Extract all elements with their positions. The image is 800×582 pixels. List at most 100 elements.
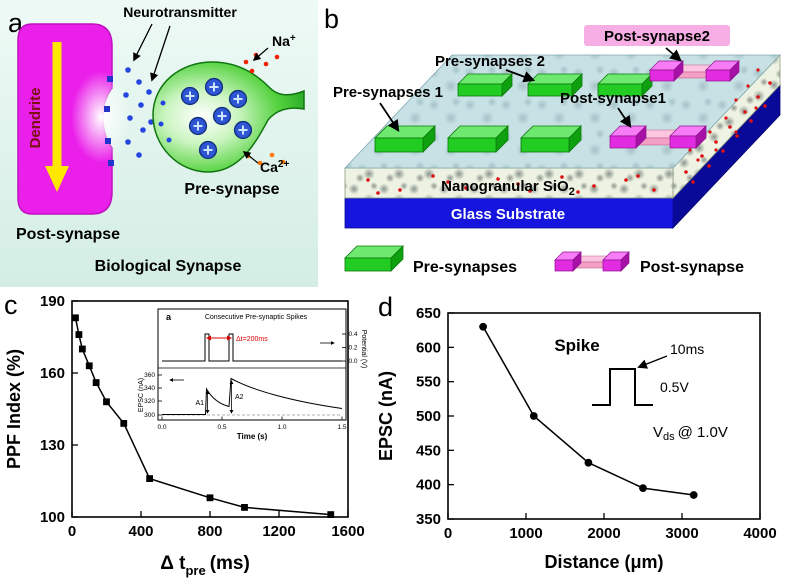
inset-xtick: 0.0 (157, 424, 166, 431)
post-synapse2-label-bg (584, 25, 730, 46)
post-synapse2-label: Post-synapse2 (604, 28, 710, 45)
y-tick-label: 450 (416, 442, 441, 459)
spike-pulse-shape (592, 368, 653, 406)
pre-synapse-bar (447, 125, 509, 153)
inset-ytick: 0.0 (349, 358, 358, 365)
receptor-sites (104, 76, 114, 166)
y-tick-label: 600 (416, 339, 441, 356)
inset-ytick: 300 (144, 412, 155, 419)
data-point (206, 494, 214, 502)
inset-xtick: 0.5 (217, 424, 226, 431)
pre-synapses-1-bars (374, 125, 582, 153)
panel-b-letter: b (324, 4, 339, 34)
x-tick-label: 800 (197, 523, 222, 540)
neurotransmitter-arrow-2 (150, 25, 171, 82)
pre-synapses-1-label: Pre-synapses 1 (333, 84, 443, 101)
data-point (584, 458, 593, 467)
data-point (92, 379, 100, 386)
released-dots (158, 100, 172, 143)
data-point (241, 504, 248, 511)
x-tick-label: 0 (68, 523, 76, 540)
dendrite-shape: Dendrite (17, 23, 131, 215)
neurotransmitter-arrow-1 (133, 23, 153, 62)
panel-b-drawing: b (324, 4, 781, 276)
y-tick-label: 160 (40, 365, 65, 382)
pre-synapse-bulb (152, 61, 305, 173)
spike-label: Spike (554, 336, 599, 355)
inset-left-ticks (158, 374, 162, 416)
pre-synapses-2-label: Pre-synapses 2 (435, 53, 545, 70)
neurotransmitter-label: Neurotransmitter (123, 4, 237, 20)
data-point (120, 420, 128, 427)
neurotransmitter-dots (123, 67, 154, 158)
legend-pre-label: Pre-synapses (413, 259, 517, 276)
sio2-ion-dots-front (366, 174, 656, 195)
data-point (327, 511, 335, 518)
spike-trace (162, 333, 342, 362)
post-synapse2-arrow (665, 47, 682, 62)
pre-synapses-1-arrow (379, 102, 400, 132)
legend-post-synapse: Post-synapse (554, 251, 744, 276)
pre-synapse-bar (527, 73, 583, 97)
a1-label: A1 (195, 400, 204, 407)
plot-frame (447, 312, 761, 520)
sio2-ion-dots-side (684, 81, 772, 184)
panel-b: b (318, 0, 800, 287)
inset-ytick: 0.2 (349, 345, 358, 352)
nanogranular-label: Nanogranular SiO2 (441, 178, 575, 198)
inset-right-axis-title: Potential (V) (360, 330, 367, 369)
panel-a: a Dendrite (0, 0, 318, 287)
data-point (689, 491, 698, 499)
y-tick-label: 500 (416, 408, 441, 425)
inset-x-ticks (161, 416, 343, 420)
ppf-y-axis-title: PPF Index (%) (4, 349, 24, 469)
panel-a-drawing: a Dendrite (0, 0, 318, 287)
glass-substrate (344, 83, 781, 230)
inset-frame (157, 308, 347, 421)
x-tick-label: 1600 (331, 523, 364, 540)
y-tick-label: 550 (416, 374, 441, 391)
pre-synapse-bar (374, 125, 436, 153)
y-tick-label: 350 (416, 511, 441, 528)
legend-post-label: Post-synapse (640, 259, 744, 276)
x-tick-label: 400 (128, 523, 153, 540)
inset-ytick: 320 (144, 398, 155, 405)
y-tick-label: 190 (40, 293, 65, 310)
a2-label: A2 (235, 394, 244, 401)
data-point (72, 314, 79, 322)
inset-xtick: 1.0 (277, 424, 286, 431)
inset-ytick: 340 (144, 385, 155, 392)
pre-synapses-2-arrow (505, 69, 536, 83)
pre-synapse-bar (520, 125, 582, 153)
dendrite-arrow-head (45, 166, 69, 192)
x-tick-label: 2000 (587, 525, 620, 542)
dt-label: Δt=200ms (236, 336, 268, 343)
post-synapse1-arrow (617, 107, 632, 128)
legend-post-icon (554, 259, 574, 272)
data-point (529, 412, 538, 420)
pulse-width-label: 10ms (670, 341, 704, 357)
ppf-inset: a Consecutive Pre-synaptic Spikes Δt=200… (138, 308, 367, 441)
epsc-y-axis-title: EPSC (nA) (376, 371, 396, 461)
synaptic-vesicles (180, 77, 253, 160)
pulse-amplitude-label: 0.5V (660, 379, 689, 395)
data-point (78, 345, 86, 353)
panel-a-caption: Biological Synapse (95, 258, 242, 275)
epsc-x-axis-title: Distance (μm) (544, 552, 663, 572)
x-tick-label: 1200 (262, 523, 295, 540)
x-tick-label: 1000 (509, 525, 542, 542)
data-point (146, 475, 154, 482)
inset-ytick: 0.4 (349, 331, 358, 338)
legend-pre-icon (344, 257, 392, 272)
epsc-trace (162, 377, 343, 415)
inset-title: Consecutive Pre-synaptic Spikes (205, 314, 308, 321)
y-tick-label: 650 (416, 305, 441, 322)
y-tick-label: 400 (416, 477, 441, 494)
data-point (479, 322, 487, 331)
glass-substrate-label: Glass Substrate (451, 206, 565, 223)
y-tick-label: 100 (40, 509, 65, 526)
